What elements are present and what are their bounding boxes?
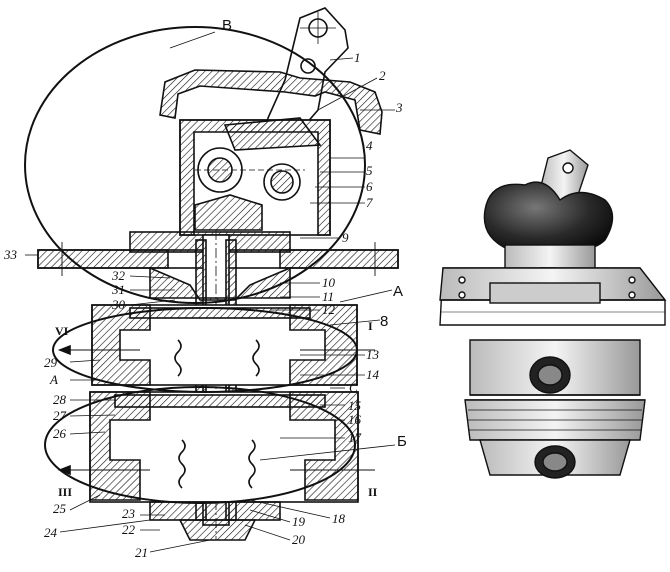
part-17: 17 bbox=[348, 430, 362, 445]
zone-v-ellipse bbox=[24, 26, 366, 304]
external-view bbox=[439, 149, 667, 479]
zone-a-ellipse bbox=[52, 307, 358, 393]
part-23: 23 bbox=[122, 506, 136, 521]
part-22: 22 bbox=[122, 522, 136, 537]
part-2: 2 bbox=[379, 68, 386, 83]
part-30: 30 bbox=[111, 297, 126, 312]
port-vi: VI bbox=[55, 324, 69, 338]
part-20: 20 bbox=[292, 532, 306, 547]
label-eight: 8 bbox=[380, 313, 388, 330]
part-14: 14 bbox=[366, 367, 380, 382]
rubber-boot bbox=[159, 69, 383, 135]
part-3: 3 bbox=[395, 100, 403, 115]
part-12: 12 bbox=[322, 302, 336, 317]
leader-lines bbox=[25, 31, 396, 553]
label-zone-a: А bbox=[393, 283, 403, 300]
lever bbox=[264, 7, 349, 141]
part-32: 32 bbox=[111, 268, 126, 283]
part-4: 4 bbox=[366, 138, 373, 153]
upper-housing bbox=[179, 117, 331, 236]
sectional-drawing bbox=[24, 7, 399, 553]
part-18: 18 bbox=[332, 511, 346, 526]
bottom-plug bbox=[149, 501, 281, 541]
side-letter-a: A bbox=[49, 372, 58, 387]
side-letter-c: C bbox=[349, 380, 358, 395]
part-11: 11 bbox=[322, 289, 334, 304]
part-19: 19 bbox=[292, 514, 306, 529]
part-31: 31 bbox=[111, 282, 125, 297]
port-iii: III bbox=[58, 485, 72, 499]
part-21: 21 bbox=[135, 545, 148, 560]
part-5: 5 bbox=[366, 163, 373, 178]
part-6: 6 bbox=[366, 179, 373, 194]
part-29: 29 bbox=[44, 355, 58, 370]
part-25: 25 bbox=[53, 501, 67, 516]
label-zone-b: Б bbox=[397, 433, 407, 450]
part-26: 26 bbox=[53, 426, 67, 441]
external-rubber-boot bbox=[483, 181, 614, 256]
part-15: 15 bbox=[348, 398, 362, 413]
external-upper-body bbox=[465, 339, 645, 401]
lower-section bbox=[57, 391, 375, 503]
part-13: 13 bbox=[366, 347, 380, 362]
port-ii: II bbox=[368, 485, 378, 499]
part-7: 7 bbox=[366, 195, 373, 210]
part-28: 28 bbox=[53, 392, 67, 407]
port-i: I bbox=[368, 319, 373, 333]
part-27: 27 bbox=[53, 408, 67, 423]
label-zone-v: В bbox=[222, 17, 232, 34]
part-1: 1 bbox=[354, 50, 361, 65]
part-33: 33 bbox=[3, 247, 18, 262]
labels: В А 8 Б 1 2 3 4 5 6 7 9 10 11 12 13 14 1… bbox=[3, 17, 407, 560]
part-9: 9 bbox=[342, 230, 349, 245]
part-10: 10 bbox=[322, 275, 336, 290]
upper-section bbox=[57, 304, 375, 386]
part-16: 16 bbox=[348, 412, 362, 427]
external-lower-body bbox=[464, 399, 646, 479]
zone-b-ellipse bbox=[44, 386, 356, 504]
part-24: 24 bbox=[44, 525, 58, 540]
upper-diaphragm bbox=[149, 266, 291, 301]
external-flange bbox=[439, 267, 667, 326]
